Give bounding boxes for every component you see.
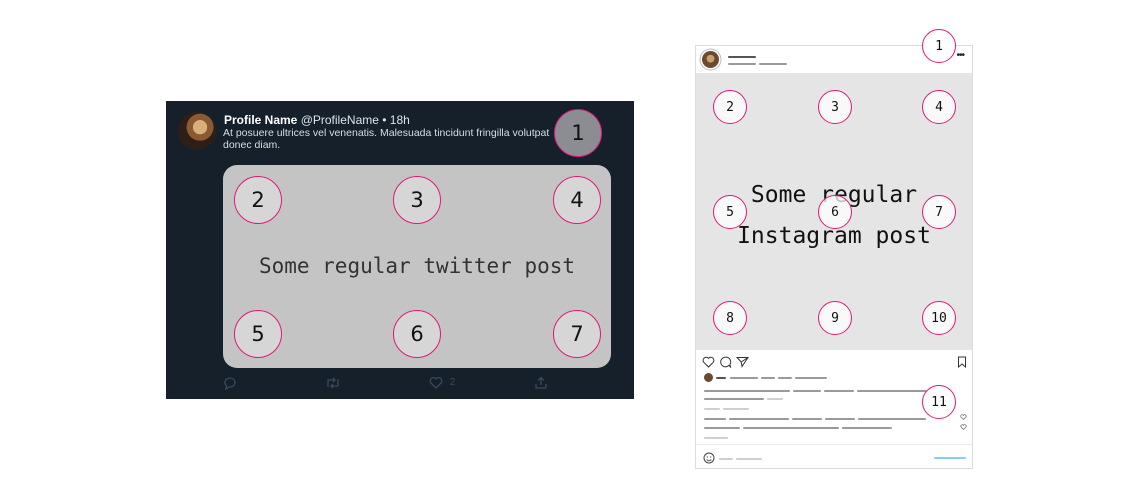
marker-9: 9 — [818, 301, 852, 335]
add-comment-placeholder[interactable] — [736, 458, 762, 460]
profile-avatar[interactable] — [702, 51, 719, 68]
comment-line — [858, 418, 926, 420]
add-comment-placeholder[interactable] — [719, 458, 733, 460]
comment-line — [729, 418, 789, 420]
marker-11: 11 — [922, 385, 956, 419]
comment-line — [704, 437, 728, 439]
instagram-post-mockup: ••• Some regular Instagram post 2 3 4 5 … — [695, 45, 973, 469]
liked-by-placeholder — [730, 377, 758, 379]
liked-by-placeholder — [795, 377, 827, 379]
marker-2: 2 — [713, 90, 747, 124]
timestamp-placeholder — [704, 408, 720, 410]
like-action[interactable]: 2 — [429, 376, 455, 392]
divider — [696, 444, 972, 445]
marker-4: 4 — [922, 90, 956, 124]
marker-6: 6 — [818, 195, 852, 229]
comment-line — [825, 418, 855, 420]
marker-1: 1 — [554, 109, 602, 157]
caption-line — [704, 390, 790, 392]
marker-5: 5 — [234, 310, 282, 358]
caption-line — [704, 398, 764, 400]
comment-line — [842, 427, 892, 429]
marker-3: 3 — [818, 90, 852, 124]
marker-7: 7 — [553, 310, 601, 358]
marker-7: 7 — [922, 195, 956, 229]
tweet-header: Profile Name @ProfileName • 18h — [224, 113, 410, 127]
more-dots-icon[interactable]: ••• — [956, 50, 964, 61]
marker-3: 3 — [393, 176, 441, 224]
marker-2: 2 — [234, 176, 282, 224]
heart-icon — [429, 376, 443, 389]
liked-by-placeholder — [761, 377, 775, 379]
comment-line — [743, 427, 839, 429]
location-placeholder — [728, 63, 756, 65]
marker-4: 4 — [553, 176, 601, 224]
media-caption: Some regular twitter post — [258, 254, 576, 278]
liked-by-placeholder — [778, 377, 792, 379]
caption-line — [767, 398, 783, 400]
comment-like-icon[interactable] — [960, 424, 967, 430]
location-placeholder — [759, 63, 787, 65]
profile-avatar[interactable] — [178, 112, 216, 150]
tweet-actions: 2 — [223, 376, 611, 392]
marker-1: 1 — [922, 29, 956, 63]
comment-icon[interactable] — [719, 356, 732, 368]
liked-by-placeholder — [716, 377, 726, 379]
marker-6: 6 — [393, 310, 441, 358]
tweet-media[interactable]: Some regular twitter post 2 3 4 5 6 7 — [223, 165, 611, 368]
marker-5: 5 — [713, 195, 747, 229]
bookmark-icon[interactable] — [957, 356, 967, 368]
tweet-text: At posuere ultrices vel venenatis. Males… — [223, 127, 550, 151]
share-icon[interactable] — [534, 376, 548, 392]
liked-by-avatar — [704, 373, 713, 382]
emoji-icon[interactable] — [703, 452, 715, 464]
handle-and-time: @ProfileName • 18h — [300, 113, 410, 127]
instagram-media[interactable]: Some regular Instagram post 2 3 4 5 6 7 … — [696, 73, 972, 350]
caption-line — [857, 390, 927, 392]
comment-line — [704, 427, 740, 429]
heart-icon[interactable] — [702, 356, 715, 368]
like-count: 2 — [449, 377, 456, 388]
retweet-icon[interactable] — [325, 376, 341, 392]
caption-line — [824, 390, 854, 392]
marker-8: 8 — [713, 301, 747, 335]
send-icon[interactable] — [736, 356, 749, 368]
timestamp-placeholder — [723, 408, 749, 410]
comment-line — [704, 418, 726, 420]
marker-10: 10 — [922, 301, 956, 335]
comment-line — [792, 418, 822, 420]
twitter-post-mockup: Profile Name @ProfileName • 18h At posue… — [166, 101, 634, 399]
username-placeholder — [728, 56, 756, 58]
reply-icon[interactable] — [223, 376, 237, 392]
post-button-placeholder[interactable] — [934, 457, 966, 459]
profile-name[interactable]: Profile Name — [224, 113, 298, 127]
caption-line — [793, 390, 821, 392]
comment-like-icon[interactable] — [960, 414, 967, 420]
